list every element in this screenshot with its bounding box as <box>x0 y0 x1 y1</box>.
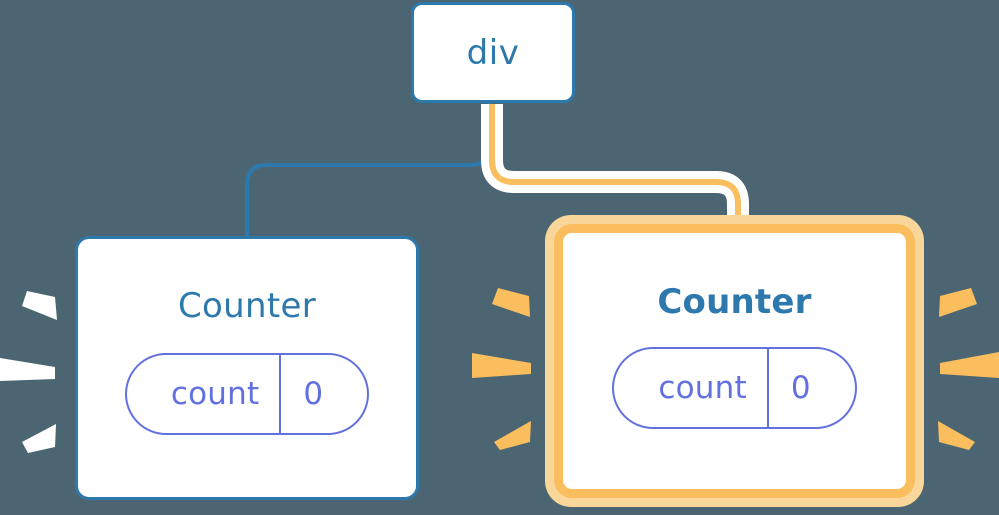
node-counter-left-label: Counter <box>178 286 316 326</box>
state-pill-counter-right[interactable]: count 0 <box>612 347 857 429</box>
burst-ray <box>0 358 55 381</box>
state-pill-divider <box>279 355 282 433</box>
node-counter-right-label: Counter <box>657 282 812 322</box>
burst-right-counter-left-orange <box>472 288 531 450</box>
node-counter-left[interactable]: Counter count 0 <box>75 236 419 500</box>
burst-ray <box>492 288 530 317</box>
burst-ray <box>938 421 975 450</box>
burst-ray <box>22 424 56 453</box>
state-pill-divider <box>766 349 769 427</box>
burst-left-counter-white <box>0 291 57 453</box>
burst-ray <box>22 291 57 320</box>
burst-ray <box>939 288 977 317</box>
state-pill-counter-left[interactable]: count 0 <box>124 353 370 435</box>
node-counter-right-highlight: Counter count 0 <box>545 215 924 507</box>
state-key-label: count <box>658 370 747 406</box>
state-value-label: 0 <box>303 376 324 412</box>
edge-div-to-counter-left <box>245 102 492 240</box>
state-value-label: 0 <box>790 370 811 406</box>
node-counter-right[interactable]: Counter count 0 <box>554 224 915 498</box>
burst-right-counter-right-orange <box>938 288 999 450</box>
burst-ray <box>472 353 531 378</box>
node-div[interactable]: div <box>411 2 575 103</box>
state-key-label: count <box>170 376 260 412</box>
node-div-label: div <box>466 32 520 73</box>
edge-div-to-counter-right <box>489 104 741 240</box>
burst-ray <box>940 352 999 378</box>
burst-ray <box>494 421 531 450</box>
